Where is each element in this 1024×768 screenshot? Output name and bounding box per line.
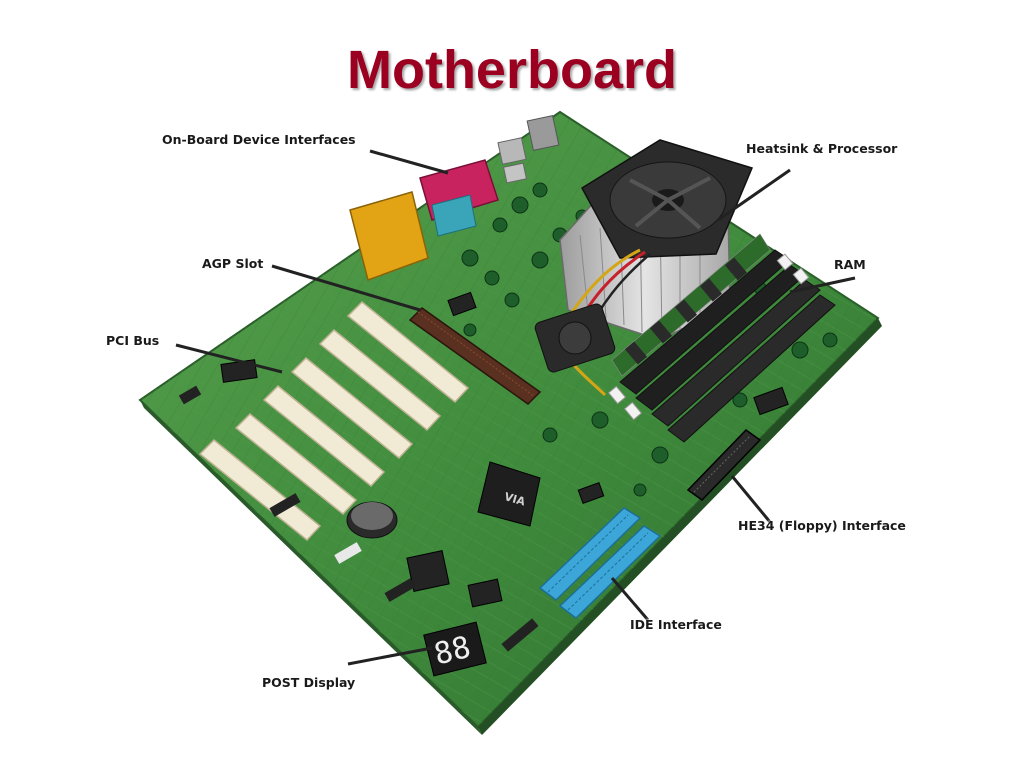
leader-pci: [175, 343, 283, 374]
leader-lines: [175, 149, 856, 666]
leader-post: [347, 646, 433, 666]
floppy-connector: [686, 429, 762, 501]
serial-port: [431, 194, 477, 237]
leader-floppy: [730, 475, 772, 523]
agp-slot: [408, 307, 542, 405]
leader-ram: [789, 276, 856, 294]
svg-text:VIA: VIA: [503, 490, 527, 508]
label-heatsink-processor: Heatsink & Processor: [746, 141, 898, 156]
leader-heatsink: [717, 168, 791, 222]
leader-agp: [271, 264, 421, 312]
slide-title: Motherboard: [347, 40, 677, 100]
chipset-chip: [477, 461, 541, 527]
pcb-edge: [478, 318, 882, 735]
game-port: [349, 191, 429, 281]
usb-port: [497, 137, 527, 165]
ide-connectors: [538, 507, 662, 619]
label-onboard-device-interfaces: On-Board Device Interfaces: [162, 132, 356, 147]
svg-text:88: 88: [431, 630, 475, 673]
capacitors: [461, 182, 838, 497]
lan-port: [526, 115, 560, 151]
leader-onboard-interfaces: [369, 149, 449, 175]
label-ram: RAM: [834, 257, 866, 272]
pcb-edge-left: [140, 400, 482, 735]
label-floppy-interface: HE34 (Floppy) Interface: [738, 518, 906, 533]
post-display-hardware: 88: [423, 621, 487, 677]
rear-io-connectors: [349, 115, 560, 281]
label-ide-interface: IDE Interface: [630, 617, 722, 632]
heatsink-processor: [534, 139, 754, 397]
pci-slots: [198, 300, 470, 542]
ram-slots: [607, 233, 836, 443]
usb-port-2: [502, 162, 528, 184]
pin-headers: [178, 385, 539, 652]
leader-ide: [610, 577, 650, 621]
ram-chips: [624, 257, 748, 365]
label-pci-bus: PCI Bus: [106, 333, 160, 348]
label-agp-slot: AGP Slot: [202, 256, 264, 271]
label-post-display: POST Display: [262, 675, 356, 690]
